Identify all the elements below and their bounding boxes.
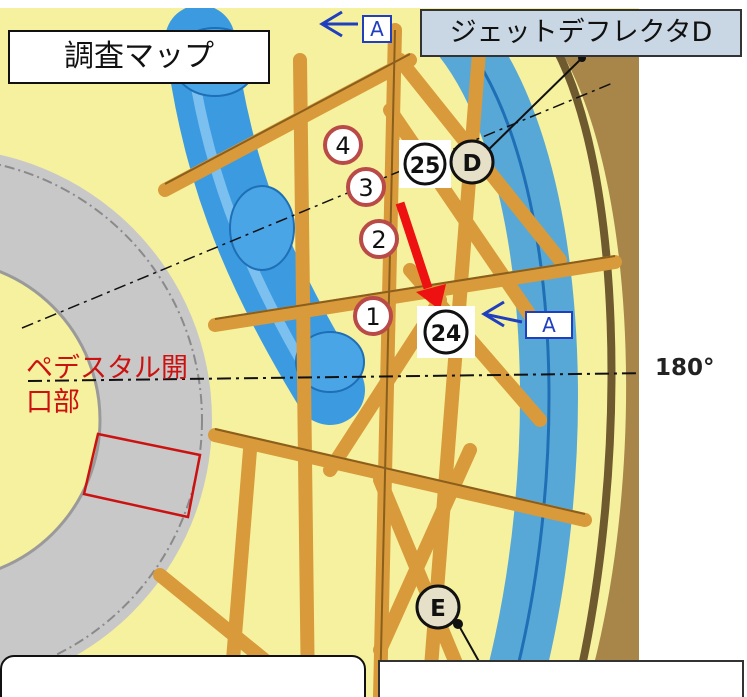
marker-point-2-text: 2 [371, 226, 386, 254]
angle-label: 180° [655, 355, 715, 381]
inner-brown-ring [541, 27, 616, 697]
marker-point-4: 4 [323, 125, 363, 165]
marker-point-1-text: 1 [365, 303, 380, 331]
travel-arrow-shaft [395, 201, 433, 290]
travel-arrow-head [416, 284, 446, 310]
deflector-d-marker-text: D [462, 151, 481, 177]
deflector-e-marker-text: E [430, 596, 446, 622]
pipe-valve-low [295, 331, 365, 393]
outer-wall-band [540, 20, 640, 697]
section-arrow-mid [481, 300, 523, 328]
bottom-right-panel [378, 660, 744, 697]
section-a-label-top: A [362, 15, 392, 43]
pedestal-ring-edge [0, 163, 203, 677]
bottom-left-panel [0, 655, 366, 697]
marker-point-24: 24 [417, 306, 475, 358]
marker-point-2: 2 [359, 219, 399, 259]
marker-point-24-text: 24 [431, 322, 462, 347]
marker-point-25-text: 25 [410, 154, 441, 179]
pedestal-inner [0, 271, 100, 569]
deflector-e-leader-dot [453, 619, 463, 629]
marker-point-3-text: 3 [358, 174, 373, 202]
marker-point-3: 3 [346, 167, 386, 207]
angle-reference-line [27, 372, 640, 382]
pedestal-ring [0, 154, 212, 686]
pedestal-opening-label: ペデスタル開口部 [26, 353, 188, 418]
section-a-label-mid: A [525, 311, 573, 339]
deflector-d-marker: D [449, 139, 495, 185]
deflector-e-marker: E [415, 584, 461, 630]
marker-point-1: 1 [353, 296, 393, 336]
section-arrow-top [319, 10, 358, 38]
deflector-d-label: ジェットデフレクタD [420, 9, 742, 57]
marker-point-25: 25 [399, 140, 451, 188]
steel-frame-edges [164, 29, 616, 697]
deflector-d-leader [479, 57, 583, 159]
pedestal-opening-outline [82, 432, 202, 519]
pedestal-inner-edge [0, 270, 102, 570]
map-title: 調査マップ [8, 30, 270, 84]
marker-point-4-text: 4 [335, 132, 350, 160]
